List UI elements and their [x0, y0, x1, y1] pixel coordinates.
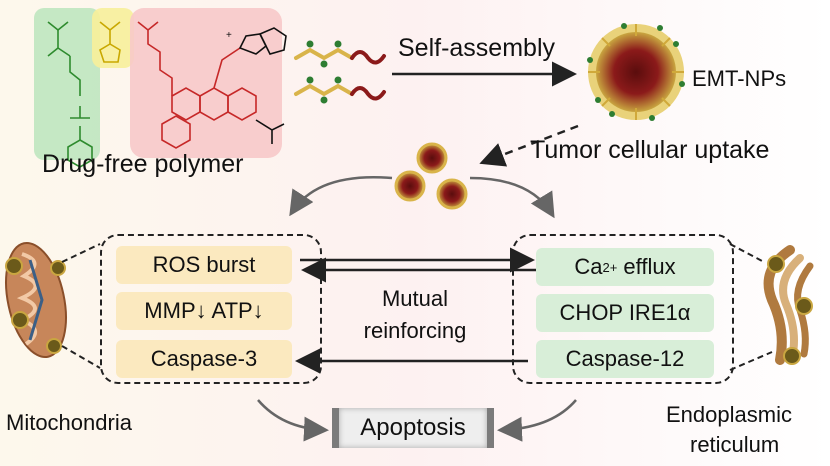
caspase-12-pill: Caspase-12 — [536, 340, 714, 378]
emt-nps-label: EMT-NPs — [692, 66, 787, 91]
green-monomer-highlight — [34, 8, 100, 160]
mitochondria-label: Mitochondria — [6, 410, 132, 435]
red-monomer-structure — [137, 21, 257, 149]
ca-charge: 2+ — [602, 259, 618, 275]
reinforcing-label: reinforcing — [363, 318, 467, 343]
yellow-monomer-structure — [99, 21, 121, 63]
er-box — [512, 234, 734, 384]
mutual-label: Mutual — [381, 286, 449, 311]
svg-text:+: + — [226, 30, 232, 41]
emt-nanoparticle — [587, 23, 685, 121]
self-assembly-label: Self-assembly — [398, 34, 555, 62]
green-monomer-structure — [47, 21, 93, 168]
red-monomer-highlight — [130, 8, 282, 158]
small-nanoparticles — [394, 142, 468, 210]
er-illustration — [763, 245, 814, 365]
er-label-line2: reticulum — [690, 432, 780, 457]
polymer-structure — [47, 21, 287, 168]
curve-arrow-right — [469, 176, 555, 219]
er-label-line1: Endoplasmic — [666, 402, 792, 427]
chop-ire1-pill: CHOP IRE1α — [536, 294, 714, 332]
mitochondria-box — [100, 234, 322, 384]
polymer-chains — [294, 40, 386, 104]
drug-free-polymer-label: Drug-free polymer — [42, 150, 244, 178]
mmp-atp-pill: MMP↓ ATP↓ — [116, 292, 292, 330]
ca-label: Ca — [574, 254, 603, 279]
mitochondria-illustration — [5, 241, 67, 359]
caspase-3-pill: Caspase-3 — [116, 340, 292, 378]
apoptosis-label: Apoptosis — [332, 408, 494, 448]
tumor-uptake-label: Tumor cellular uptake — [530, 136, 770, 164]
curve-arrow-apoptosis-right — [497, 399, 577, 442]
yellow-monomer-highlight — [92, 8, 134, 68]
curve-arrow-apoptosis-left — [257, 399, 329, 442]
uptake-arrow — [479, 124, 579, 167]
ros-burst-pill: ROS burst — [116, 246, 292, 284]
indolium-structure — [238, 27, 287, 144]
curve-arrow-left — [289, 176, 393, 217]
efflux-label: efflux — [617, 254, 676, 279]
